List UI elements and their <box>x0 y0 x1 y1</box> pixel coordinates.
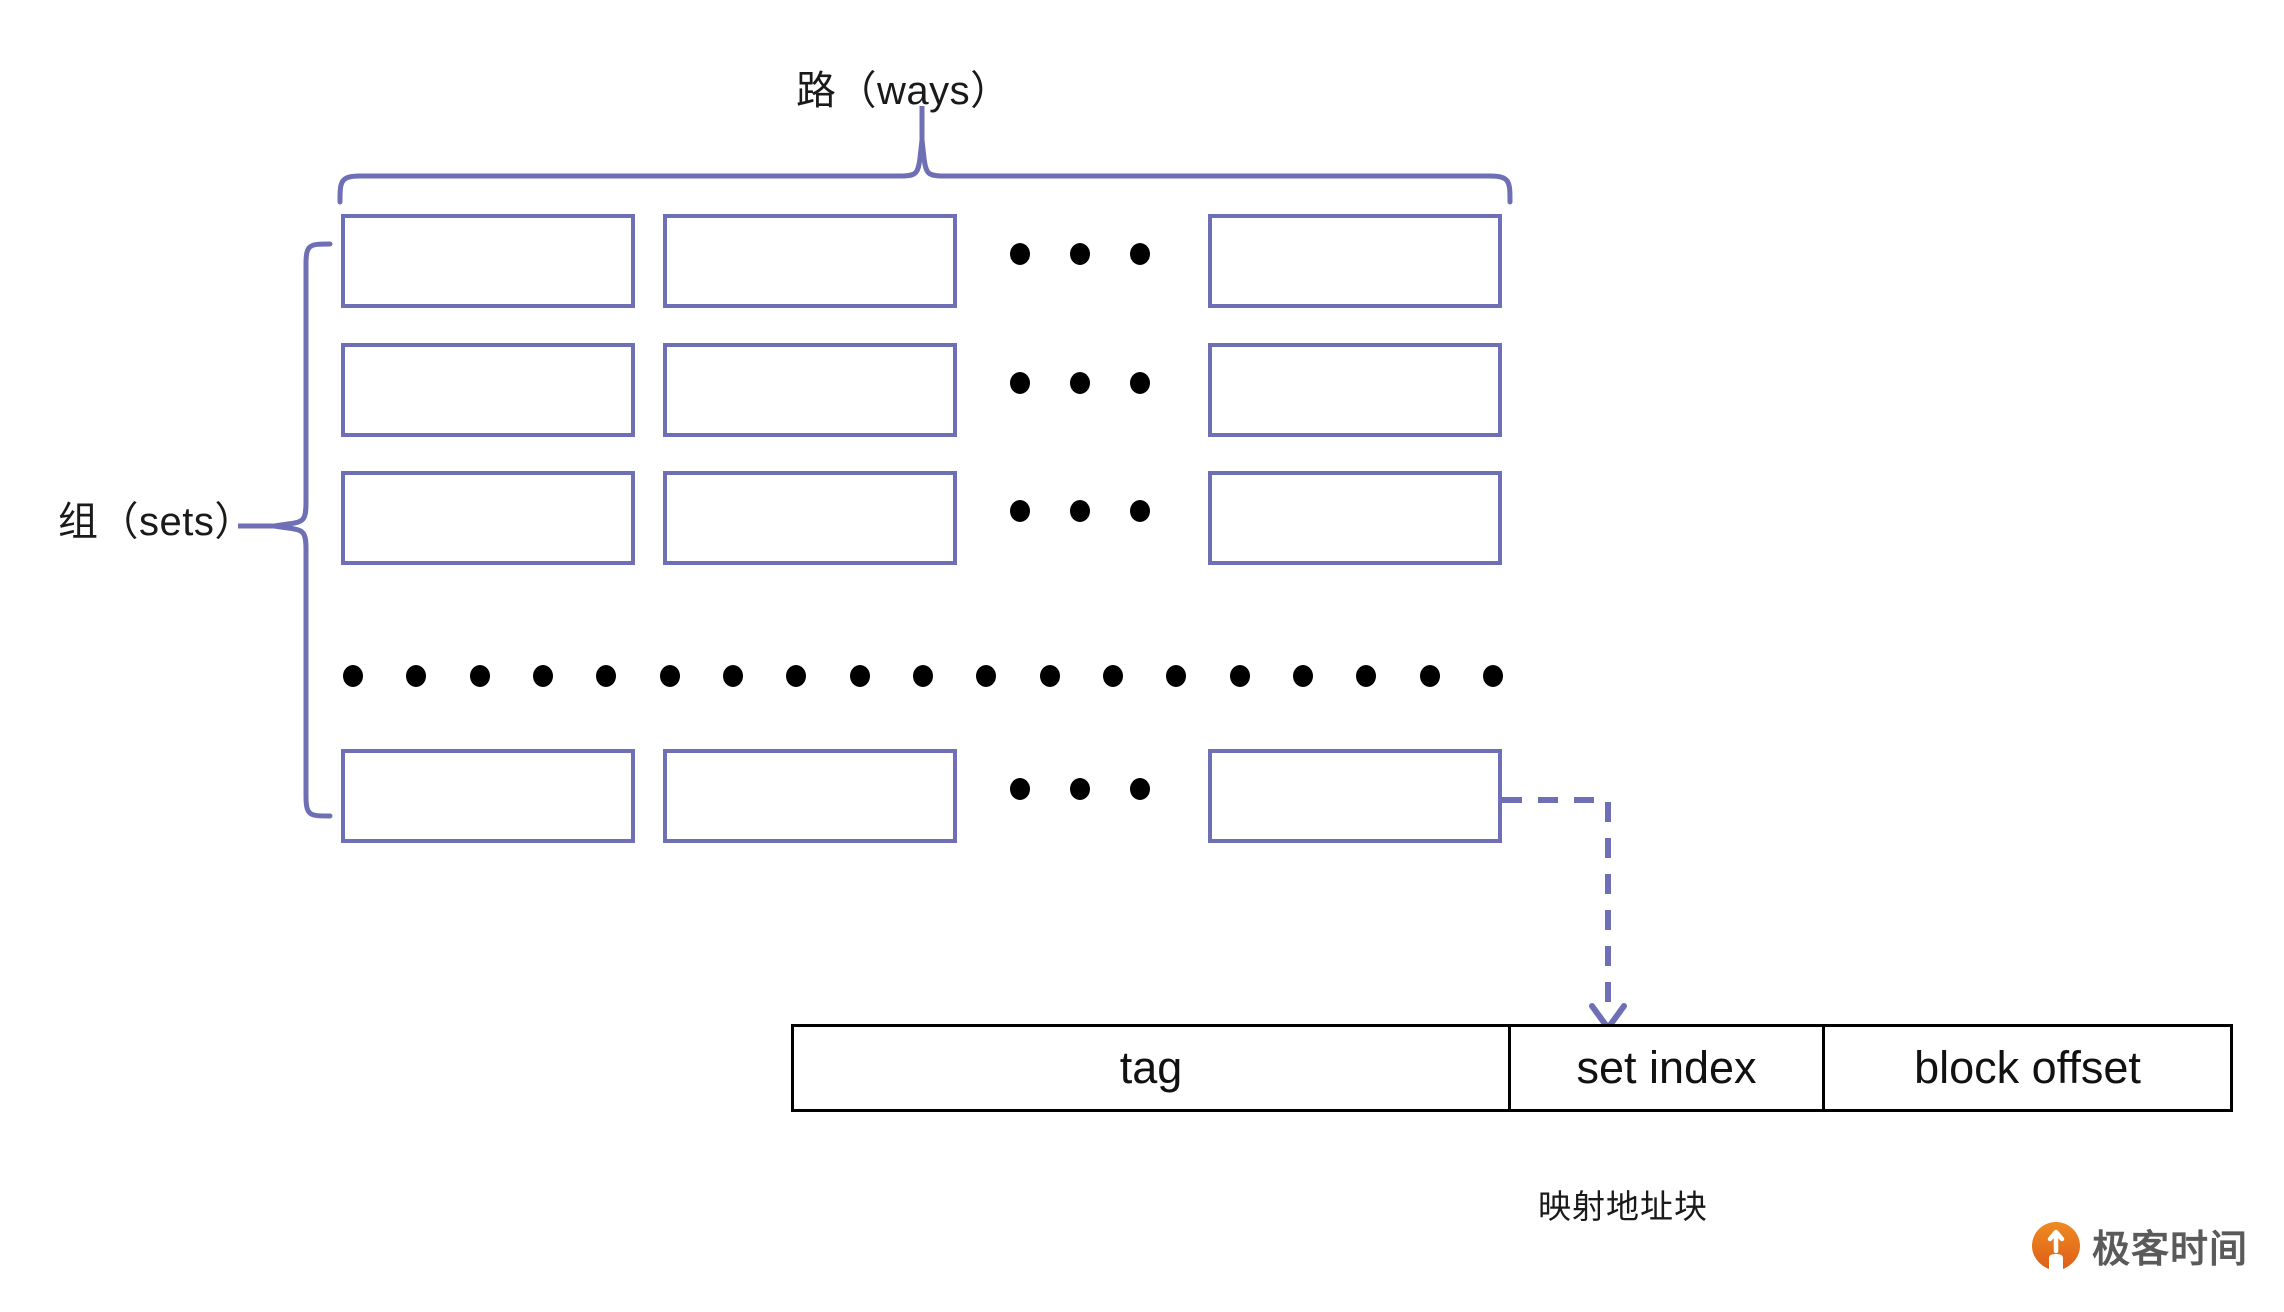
address-block-caption: 映射地址块 <box>1538 1188 1708 1225</box>
ways-label: 路（ways） <box>796 69 1011 113</box>
cache-cell[interactable] <box>341 214 635 308</box>
geektime-logo-icon <box>2030 1220 2082 1272</box>
cache-cell[interactable] <box>341 471 635 565</box>
address-block: tag set index block offset <box>791 1024 2233 1112</box>
row-ellipsis-dot <box>1483 665 1503 687</box>
row-ellipsis-dot <box>786 665 807 687</box>
cache-cell[interactable] <box>1208 749 1502 843</box>
mapping-arrow <box>1498 780 1698 1040</box>
cache-cell[interactable] <box>663 343 957 437</box>
row-ellipsis-dot <box>1166 665 1187 687</box>
row-ellipsis-dot <box>913 665 933 687</box>
cache-cell[interactable] <box>663 471 957 565</box>
column-ellipsis <box>1010 778 1150 808</box>
cache-cell[interactable] <box>1208 214 1502 308</box>
column-ellipsis <box>1010 243 1150 273</box>
cache-cell[interactable] <box>1208 343 1502 437</box>
cache-cell[interactable] <box>663 749 957 843</box>
sets-label: 组（sets） <box>58 500 255 544</box>
row-ellipsis-dot <box>1103 665 1123 687</box>
row-ellipsis-dot <box>406 665 427 687</box>
row-ellipsis-dot <box>1356 665 1377 687</box>
row-ellipsis-dot <box>1039 665 1060 687</box>
cache-cell[interactable] <box>341 343 635 437</box>
address-segment-set-index-label: set index <box>1576 1042 1757 1093</box>
watermark: 极客时间 <box>2030 1218 2248 1273</box>
row-ellipsis-dot <box>723 665 743 687</box>
address-segment-set-index[interactable]: set index <box>1508 1027 1822 1109</box>
row-ellipsis-dot <box>469 665 490 687</box>
row-ellipsis-dot <box>596 665 617 687</box>
row-ellipsis-dot <box>849 665 870 687</box>
row-ellipsis-dot <box>1419 665 1440 687</box>
row-ellipsis-dot <box>976 665 997 687</box>
row-ellipsis-dot <box>659 665 680 687</box>
cache-cell[interactable] <box>341 749 635 843</box>
address-segment-tag-label: tag <box>1119 1042 1183 1093</box>
address-segment-tag[interactable]: tag <box>794 1027 1508 1109</box>
address-segment-block-offset[interactable]: block offset <box>1822 1027 2230 1109</box>
column-ellipsis <box>1010 500 1150 530</box>
watermark-text: 极客时间 <box>2092 1229 2249 1271</box>
ways-brace <box>330 106 1520 205</box>
row-ellipsis-dot <box>343 665 363 687</box>
row-ellipsis-dot <box>1229 665 1250 687</box>
address-segment-block-offset-label: block offset <box>1914 1042 2141 1093</box>
column-ellipsis <box>1010 372 1150 402</box>
row-ellipsis-dot <box>533 665 553 687</box>
row-ellipsis-dot <box>1293 665 1313 687</box>
cache-cell[interactable] <box>663 214 957 308</box>
row-ellipsis <box>343 665 1503 695</box>
cache-cell[interactable] <box>1208 471 1502 565</box>
sets-brace <box>238 240 338 820</box>
